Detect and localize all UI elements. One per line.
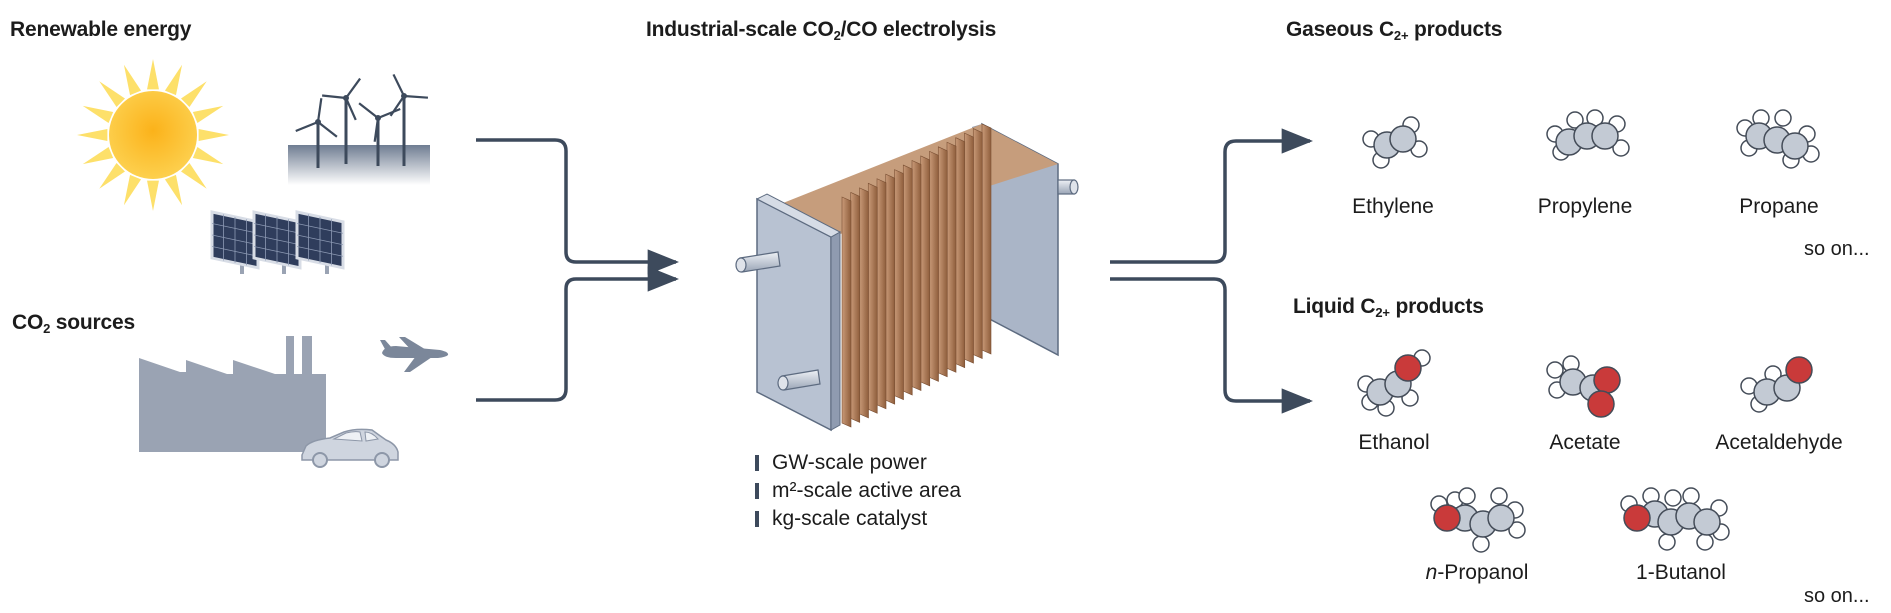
propane-molecule bbox=[1736, 109, 1820, 169]
acetate-molecule bbox=[1546, 355, 1621, 418]
solar-panels-icon bbox=[210, 210, 345, 274]
propylene-molecule bbox=[1546, 109, 1630, 161]
input-arrows bbox=[476, 138, 680, 402]
label-1-butanol: 1-Butanol bbox=[1636, 561, 1726, 584]
label-propane: Propane bbox=[1739, 195, 1819, 218]
n-propanol-molecule bbox=[1430, 487, 1526, 553]
acetaldehyde-molecule bbox=[1740, 356, 1813, 413]
liquid-products-heading: Liquid C2+ products bbox=[1293, 295, 1484, 320]
airplane-icon bbox=[380, 337, 449, 372]
so-on-gaseous: so on... bbox=[1804, 238, 1870, 260]
ethylene-molecule bbox=[1362, 116, 1428, 169]
sun-icon bbox=[77, 59, 229, 211]
spec-power: GW-scale power bbox=[752, 449, 961, 477]
label-n-propanol: n-Propanol bbox=[1425, 561, 1529, 584]
molecules bbox=[1357, 109, 1820, 553]
1-butanol-molecule bbox=[1620, 487, 1730, 551]
gaseous-products-heading: Gaseous C2+ products bbox=[1286, 18, 1503, 43]
spec-catalyst: kg-scale catalyst bbox=[752, 505, 961, 533]
spec-area: m²-scale active area bbox=[752, 477, 961, 505]
factory-icon bbox=[139, 336, 326, 452]
so-on-liquid: so on... bbox=[1804, 585, 1870, 607]
label-propylene: Propylene bbox=[1537, 195, 1633, 218]
electrolyzer-stack-icon bbox=[735, 122, 1079, 432]
ethanol-molecule bbox=[1357, 349, 1431, 417]
label-ethylene: Ethylene bbox=[1352, 195, 1434, 218]
label-acetate: Acetate bbox=[1549, 431, 1621, 454]
label-ethanol: Ethanol bbox=[1358, 431, 1430, 454]
output-arrows bbox=[1110, 128, 1314, 414]
car-icon bbox=[301, 428, 399, 468]
electrolysis-heading: Industrial-scale CO2/CO electrolysis bbox=[646, 18, 997, 43]
label-acetaldehyde: Acetaldehyde bbox=[1715, 431, 1843, 454]
electrolyzer-specs: GW-scale power m²-scale active area kg-s… bbox=[752, 449, 961, 533]
co2-sources-heading: CO2 sources bbox=[12, 311, 135, 336]
renewable-energy-heading: Renewable energy bbox=[10, 18, 192, 41]
wind-turbines-icon bbox=[288, 73, 430, 185]
